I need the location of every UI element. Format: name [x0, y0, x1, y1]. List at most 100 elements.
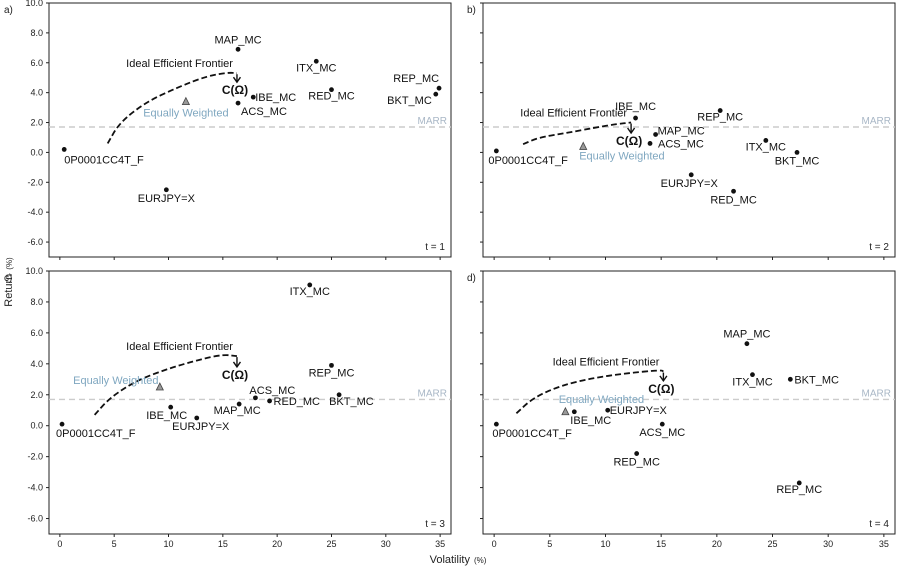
asset-point: [493, 148, 499, 154]
asset-label: ITX_MC: [290, 286, 330, 298]
asset-label: BKT_MC: [329, 396, 374, 408]
y-axis-unit: (%): [5, 257, 14, 270]
asset-label: REP_MC: [393, 73, 439, 85]
omega-arrowhead: [659, 375, 668, 383]
y-axis-label: Return: [3, 274, 15, 307]
time-label: t = 3: [425, 519, 445, 530]
equally-weighted-label: Equally Weighted: [579, 150, 664, 162]
asset-label: 0P0001CC4T_F: [488, 155, 568, 167]
equally-weighted-marker: [561, 406, 570, 416]
asset-point: [59, 421, 65, 427]
y-tick-label: 8.0: [30, 297, 43, 307]
asset-label: 0P0001CC4T_F: [64, 154, 144, 166]
asset-point: [571, 409, 577, 415]
asset-label: MAP_MC: [658, 125, 705, 137]
asset-label: MAP_MC: [215, 34, 262, 46]
asset-label: ITX_MC: [746, 141, 786, 153]
asset-point: [253, 395, 258, 401]
equally-weighted-label: Equally Weighted: [143, 108, 228, 120]
asset-point: [235, 46, 241, 52]
x-tick-label: 10: [600, 539, 610, 549]
equally-weighted-label: Equally Weighted: [73, 375, 158, 387]
asset-label: RED_MC: [308, 91, 355, 103]
asset-label: ACS_MC: [658, 138, 704, 150]
x-axis-title: Volatility(%): [430, 554, 487, 566]
asset-point: [744, 341, 750, 347]
y-tick-label: -6.0: [27, 237, 43, 247]
asset-point: [717, 108, 723, 113]
x-tick-label: 20: [272, 539, 282, 549]
frontier-label: Ideal Efficient Frontier: [520, 108, 627, 120]
y-tick-label: -4.0: [27, 207, 43, 217]
omega-arrowhead: [232, 76, 242, 84]
asset-label: BKT_MC: [387, 95, 432, 107]
marr-label: MARR: [418, 388, 447, 399]
omega-label: C(Ω): [648, 382, 674, 396]
panel-label: a): [4, 5, 13, 16]
asset-label: MAP_MC: [723, 329, 770, 341]
efficient-frontier-curve: [522, 121, 632, 146]
asset-point: [653, 132, 658, 137]
asset-point: [787, 376, 793, 382]
asset-label: ACS_MC: [249, 385, 295, 397]
time-label: t = 1: [425, 242, 445, 253]
frontier-label: Ideal Efficient Frontier: [126, 58, 233, 70]
time-label: t = 2: [869, 242, 889, 253]
asset-label: EURJPY=X: [610, 405, 668, 417]
asset-label: EURJPY=X: [661, 178, 719, 190]
frontier-label: Ideal Efficient Frontier: [553, 357, 660, 369]
equally-weighted-marker: [579, 141, 588, 150]
x-tick-label: 30: [381, 539, 391, 549]
omega-label: C(Ω): [222, 83, 248, 97]
x-tick-label: 25: [326, 539, 336, 549]
y-axis-title: Return (%): [3, 257, 15, 307]
asset-point: [313, 58, 319, 64]
asset-label: REP_MC: [697, 112, 743, 124]
asset-point: [329, 362, 334, 368]
omega-label: C(Ω): [616, 134, 642, 148]
asset-point: [750, 372, 755, 378]
asset-label: 0P0001CC4T_F: [492, 428, 572, 440]
x-tick-label: 35: [435, 539, 445, 549]
asset-point: [763, 138, 769, 143]
asset-label: ITX_MC: [296, 62, 336, 74]
asset-point: [796, 480, 802, 486]
plot-frame: [482, 2, 896, 258]
asset-label: RED_MC: [710, 194, 757, 206]
plot-frame: [482, 270, 896, 535]
panel-1: -6.0-4.0-2.00.02.04.06.08.010.0MARRIdeal…: [4, 0, 452, 260]
y-tick-label: 4.0: [30, 359, 43, 369]
y-tick-label: 10.0: [25, 0, 43, 8]
asset-point: [633, 115, 638, 121]
y-tick-label: 4.0: [30, 88, 43, 98]
asset-label: EURJPY=X: [172, 421, 230, 433]
y-tick-label: 0.0: [30, 421, 43, 431]
asset-label: MAP_MC: [214, 405, 261, 417]
plot-frame: [48, 270, 452, 535]
x-tick-label: 0: [57, 539, 62, 549]
asset-point: [250, 94, 256, 100]
asset-label: RED_MC: [274, 396, 321, 408]
asset-point: [634, 451, 640, 456]
asset-label: BKT_MC: [775, 155, 820, 167]
frontier-label: Ideal Efficient Frontier: [126, 341, 233, 353]
asset-point: [659, 421, 665, 427]
efficient-frontier-curve: [515, 369, 664, 414]
x-axis-label: Volatility: [430, 554, 471, 566]
x-tick-label: 25: [768, 539, 778, 549]
asset-point: [267, 398, 272, 404]
marr-label: MARR: [418, 116, 447, 127]
asset-point: [194, 415, 200, 421]
y-tick-label: -2.0: [27, 452, 43, 462]
y-tick-label: 0.0: [30, 147, 43, 157]
panel-label: d): [467, 273, 476, 284]
x-tick-label: 35: [879, 539, 889, 549]
y-tick-label: 6.0: [30, 58, 43, 68]
asset-point: [605, 407, 611, 413]
y-tick-label: 8.0: [30, 28, 43, 38]
asset-label: REP_MC: [309, 367, 355, 379]
efficient-frontier-curve: [106, 71, 238, 144]
x-axis-unit: (%): [474, 556, 487, 565]
asset-label: 0P0001CC4T_F: [56, 428, 136, 440]
